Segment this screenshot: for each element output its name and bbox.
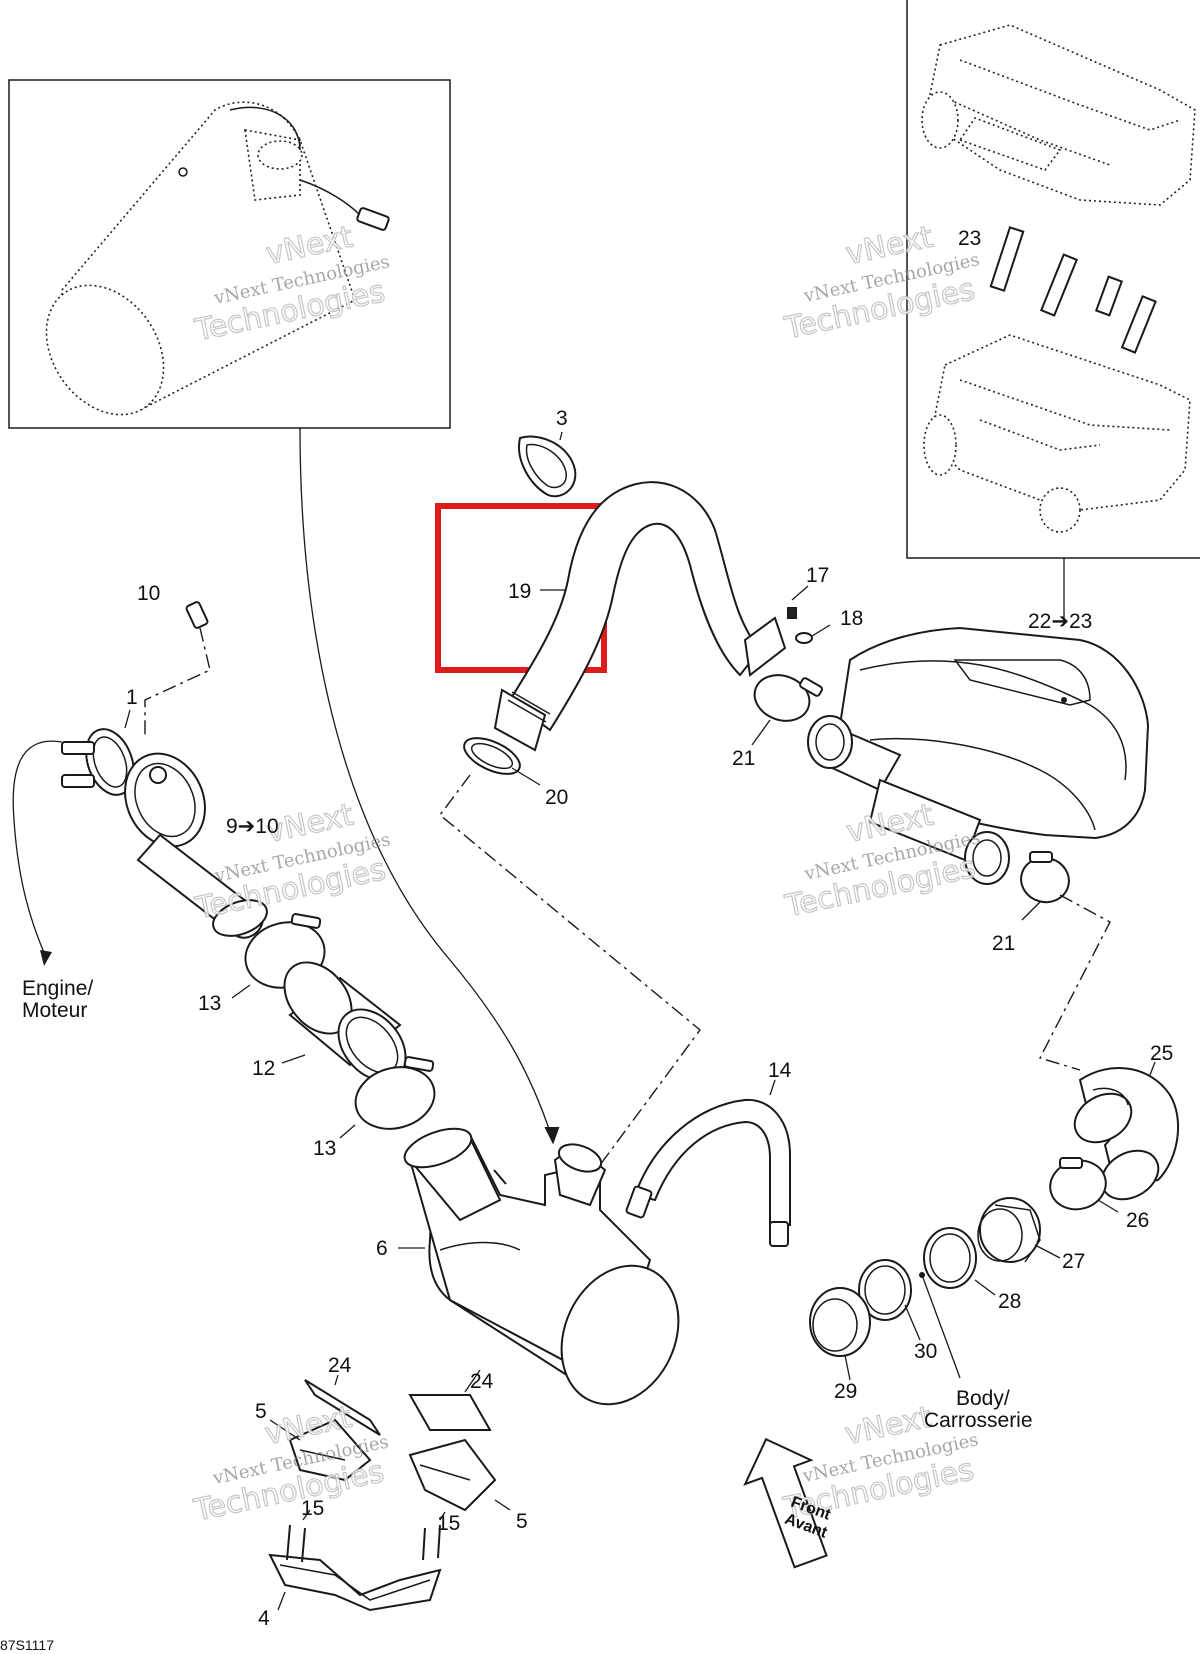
engine-label-line1: Engine/: [22, 977, 93, 1000]
part-15-screws: [286, 1509, 446, 1563]
callout-22: 22➔23: [1028, 610, 1092, 633]
callout-5a: 5: [255, 1400, 267, 1423]
callout-19: 19: [508, 580, 531, 603]
callout-25: 25: [1150, 1042, 1173, 1065]
callout-12: 12: [252, 1057, 275, 1080]
guide-line-inset-to-muffler: [299, 427, 553, 1139]
part-17-18-screw-washer: [787, 585, 831, 644]
callout-5b: 5: [516, 1510, 528, 1533]
part-1-clamp: [61, 709, 135, 796]
part-19-intake-tube: [493, 481, 787, 752]
callout-13b: 13: [313, 1137, 336, 1160]
callout-1: 1: [126, 686, 138, 709]
callout-27: 27: [1062, 1250, 1085, 1273]
callout-29: 29: [834, 1380, 857, 1403]
callout-24b: 24: [470, 1370, 494, 1393]
body-label-line1: Body/: [956, 1387, 1010, 1410]
inset-airbox: [906, 0, 1200, 620]
part-24-pads: [304, 1369, 492, 1436]
dashdot-20-to-muffler: [439, 774, 701, 1166]
callout-10: 10: [137, 582, 160, 605]
callout-21b: 21: [992, 932, 1015, 955]
callout-21a: 21: [732, 747, 755, 770]
callout-17: 17: [806, 564, 829, 587]
inset-muffler-sensor: [8, 79, 451, 430]
part-9-pipe: [124, 752, 268, 939]
part-28-ring: [923, 1227, 996, 1296]
callout-28: 28: [998, 1290, 1021, 1313]
part-26-clamp: [1049, 1157, 1119, 1213]
part-6-muffler: [398, 1127, 680, 1406]
part-3-gasket: [518, 431, 577, 498]
part-27-fitting: [977, 1197, 1061, 1263]
part-30-ring: [858, 1259, 961, 1379]
callout-24a: 24: [328, 1354, 352, 1377]
callout-23: 23: [958, 227, 981, 250]
dashdot-21-to-25: [1038, 894, 1111, 1071]
part-10-fitting: [144, 601, 211, 735]
callout-20: 20: [545, 786, 568, 809]
part-20-ring: [463, 737, 541, 786]
reference-code: 87S1117: [0, 1637, 54, 1653]
part-25-elbow: [1073, 1061, 1180, 1201]
callout-14: 14: [768, 1059, 792, 1082]
callout-6: 6: [376, 1237, 388, 1260]
part-29-ring: [809, 1287, 871, 1381]
watermark-3: vNext vNext Technologies Technologies: [191, 797, 392, 927]
part-4-bracket: [268, 1553, 442, 1612]
part-21-lower-clamp: [1020, 851, 1070, 921]
callout-15a: 15: [301, 1497, 324, 1520]
callout-4: 4: [258, 1607, 270, 1630]
callout-9: 9➔10: [226, 815, 279, 838]
part-21-upper-clamp: [751, 674, 823, 746]
engine-connection-arrow: [12, 740, 63, 966]
part-12-sleeve: [281, 961, 407, 1082]
callout-26: 26: [1126, 1209, 1149, 1232]
callout-3: 3: [556, 407, 568, 430]
front-arrow-icon: [743, 1437, 828, 1569]
part-13-lower-clamp: [339, 1056, 436, 1139]
part-14-strap: [625, 1079, 791, 1247]
callout-13a: 13: [198, 992, 221, 1015]
callout-15b: 15: [437, 1512, 460, 1535]
engine-label-line2: Moteur: [22, 999, 87, 1022]
callout-30: 30: [914, 1340, 937, 1363]
part-5-brackets: [269, 1418, 511, 1512]
callout-18: 18: [840, 607, 863, 630]
body-label-line2: Carrosserie: [924, 1409, 1033, 1432]
watermark-5: vNext vNext Technologies Technologies: [190, 1399, 391, 1529]
part-22-airbox: [807, 626, 1150, 885]
